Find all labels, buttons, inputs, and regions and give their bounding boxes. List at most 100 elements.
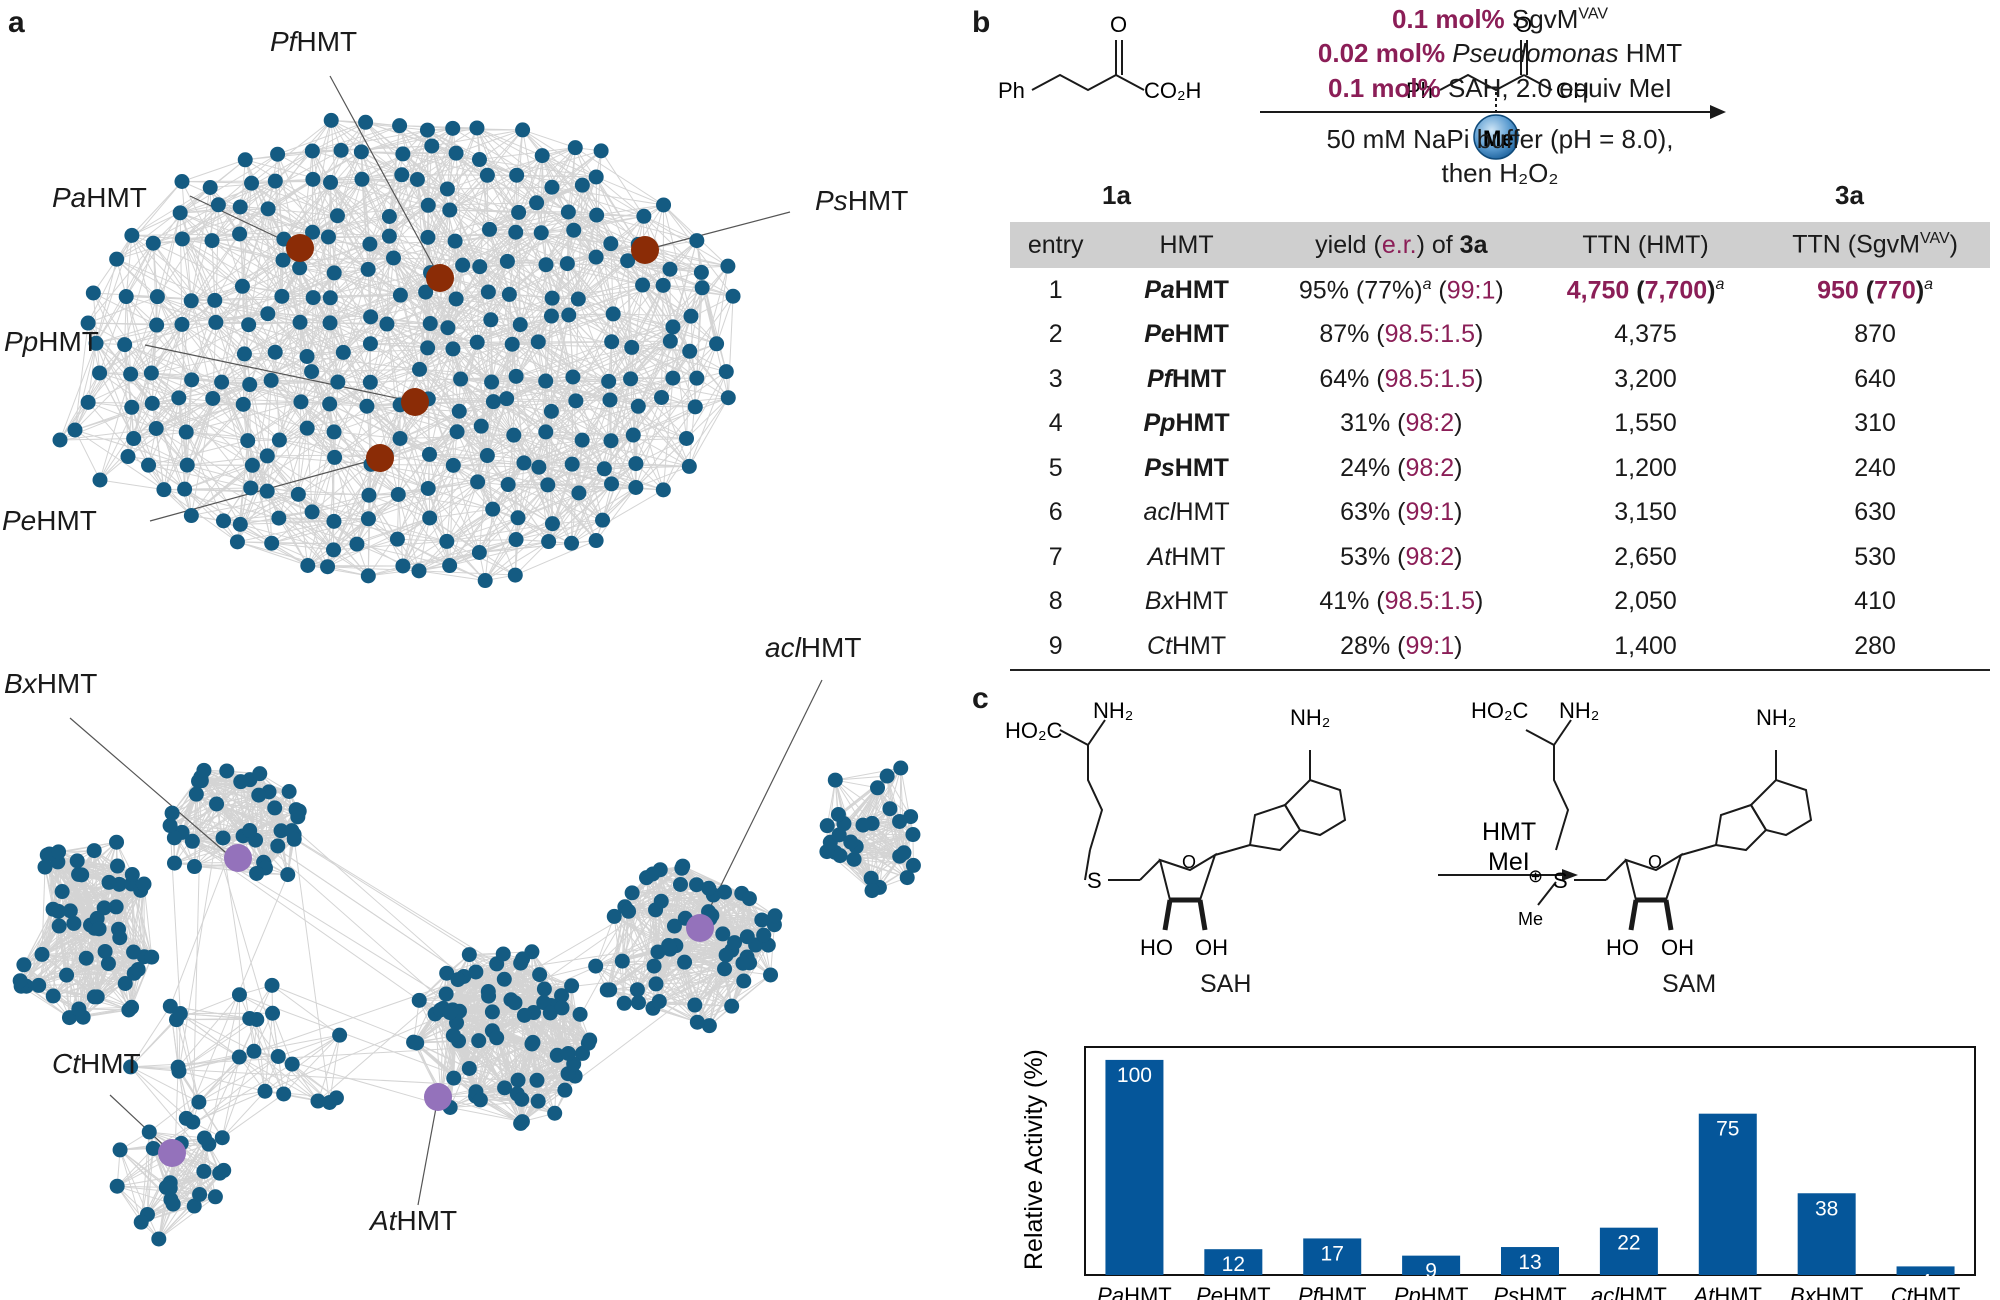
network-edge [386, 291, 489, 325]
network-edge [548, 492, 580, 542]
network-edge [449, 541, 549, 567]
network-edge [609, 399, 687, 439]
network-edge [130, 373, 180, 399]
network-edge [662, 438, 687, 491]
network-edge [633, 406, 696, 436]
network-edge [155, 428, 165, 490]
network-edge [662, 397, 729, 491]
network-edge [186, 431, 268, 457]
network-edge [180, 180, 276, 214]
panel-letter-a: a [8, 6, 25, 39]
network-edge [240, 457, 335, 525]
network-edge [642, 284, 674, 328]
network-edge [567, 263, 643, 286]
network-edge [507, 260, 568, 265]
network-edge [307, 518, 369, 566]
network-edge [476, 127, 537, 204]
network-edge [427, 211, 519, 238]
network-edge [99, 479, 165, 491]
network-edge [506, 344, 513, 399]
network-edge [337, 323, 431, 383]
network-edge [59, 343, 97, 441]
network-edge [596, 215, 614, 314]
network-edge [515, 483, 612, 540]
network-edge [446, 481, 479, 542]
network-edge [130, 299, 216, 375]
network-edge [226, 770, 251, 831]
network-edge [190, 440, 249, 516]
network-edge [93, 850, 105, 908]
network-edge [191, 379, 272, 381]
network-edge [397, 481, 478, 540]
network-edge [518, 212, 553, 299]
network-edge [239, 206, 285, 240]
network-edge [267, 427, 308, 457]
network-edge [179, 212, 216, 301]
network-edge [452, 127, 553, 188]
network-edge [516, 346, 632, 377]
network-edge [95, 323, 183, 344]
network-edge [95, 342, 180, 399]
network-edge [427, 398, 454, 466]
network-edge [169, 803, 217, 826]
network-edge [427, 455, 488, 489]
network-edge [191, 286, 243, 381]
network-edge [369, 382, 399, 495]
network-edge [57, 911, 87, 959]
network-edge [416, 179, 456, 242]
network-edge [370, 257, 394, 318]
network-edge [95, 324, 157, 344]
network-edge [366, 348, 454, 407]
network-edge [297, 428, 308, 495]
network-edge [116, 258, 192, 302]
network-edge [595, 487, 637, 541]
network-edge [124, 890, 142, 984]
network-edge [130, 296, 158, 375]
network-edge [477, 481, 519, 519]
network-edge [571, 489, 664, 544]
network-edge [419, 292, 427, 370]
network-edge [41, 950, 106, 955]
panel-letter-c: c [972, 682, 989, 715]
network-edge [402, 152, 457, 155]
network-edge [186, 431, 248, 442]
network-edge [184, 488, 238, 543]
network-edge [509, 256, 597, 295]
network-edge [633, 397, 729, 436]
network-edge [306, 427, 372, 465]
network-edge [368, 488, 429, 520]
network-edge [491, 314, 570, 383]
network-edge [386, 319, 491, 325]
network-edge [662, 240, 698, 286]
network-edge [552, 519, 603, 525]
network-edge [637, 340, 671, 407]
network-edge [255, 791, 290, 841]
network-edge [333, 179, 363, 274]
network-edge [277, 121, 366, 155]
network-edge [517, 468, 605, 519]
network-edge [327, 518, 369, 568]
network-edge [370, 298, 457, 318]
network-edge [179, 153, 278, 214]
network-edge [74, 429, 188, 466]
network-edge [489, 155, 543, 230]
network-edge [368, 552, 480, 577]
network-edge [275, 180, 331, 183]
network-edge [511, 314, 570, 345]
network-edge [179, 212, 284, 261]
network-edge [155, 428, 188, 466]
network-edge [572, 346, 632, 378]
network-edge [181, 238, 192, 301]
network-edge [512, 313, 614, 345]
network-edge [333, 406, 368, 522]
network-edge [612, 313, 698, 379]
network-edge [454, 174, 518, 242]
network-edge [609, 377, 674, 401]
network-edge [133, 379, 193, 439]
network-edge [299, 257, 394, 269]
network-edge [271, 511, 313, 544]
network-edge [218, 150, 313, 206]
network-edge [131, 235, 183, 325]
network-edge [182, 206, 241, 240]
network-edge [608, 284, 644, 382]
